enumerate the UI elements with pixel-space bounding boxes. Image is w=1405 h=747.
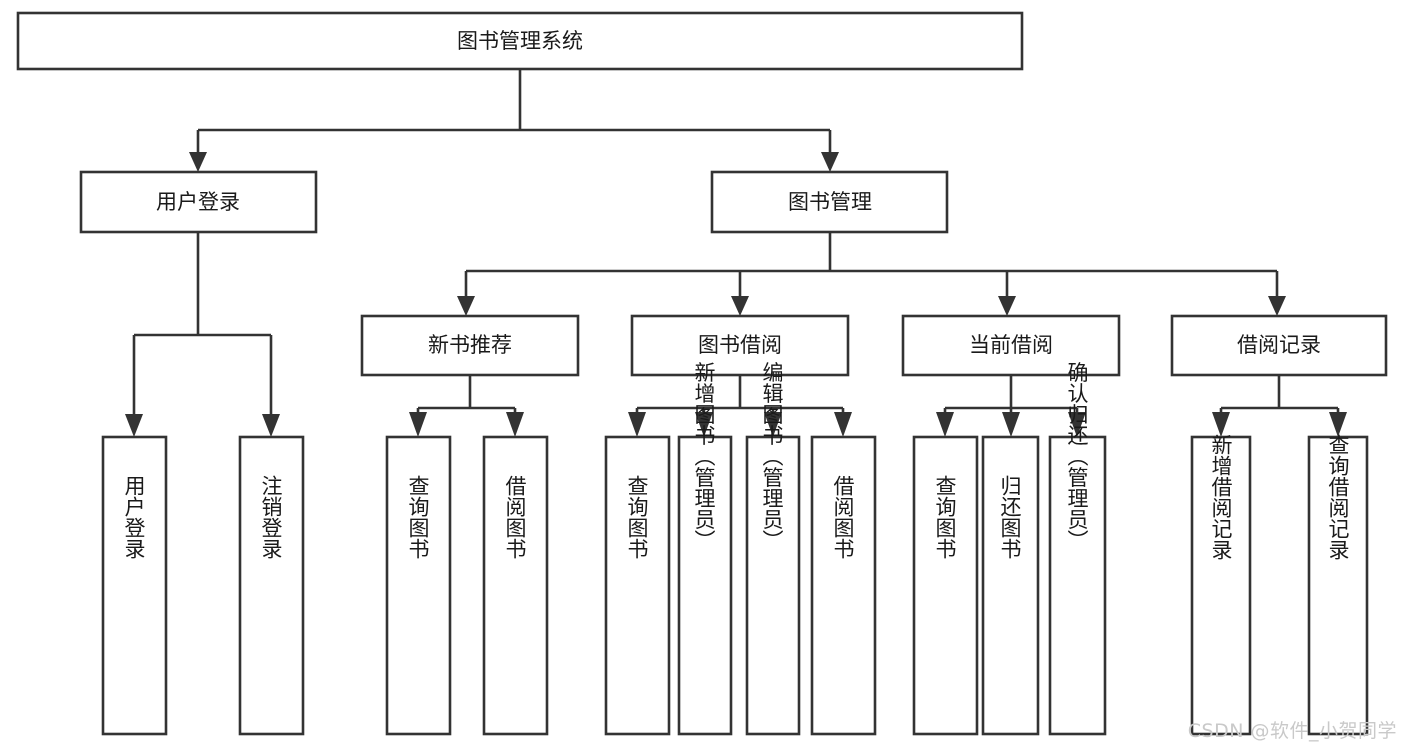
node-current-borrow-label: 当前借阅 xyxy=(969,333,1053,357)
leaf-user-login-label: 用户登录 xyxy=(122,475,146,559)
arrow-login-c1 xyxy=(125,414,143,437)
arrow-borrow-c1 xyxy=(628,412,646,437)
leaf-borrow-add-book-label: 新增图书（管理员） xyxy=(692,362,716,551)
arrow-login-c2 xyxy=(262,414,280,437)
leaf-current-return[interactable]: 归还图书 xyxy=(981,435,1040,736)
arrow-borrow-c3 xyxy=(764,412,782,437)
node-book-management[interactable]: 图书管理 xyxy=(710,170,949,234)
leaf-borrow-add-book[interactable]: 新增图书（管理员） xyxy=(677,362,733,736)
leaf-record-query-box[interactable] xyxy=(1307,435,1369,736)
leaf-newbook-borrow-label: 借阅图书 xyxy=(503,475,527,559)
leaf-borrow-book-label: 借阅图书 xyxy=(831,475,855,559)
leaf-current-return-box[interactable] xyxy=(981,435,1040,736)
leaf-borrow-edit-book-label: 编辑图书（管理员） xyxy=(760,362,784,551)
leaf-borrow-query[interactable]: 查询图书 xyxy=(604,435,671,736)
node-borrow-record[interactable]: 借阅记录 xyxy=(1170,314,1388,377)
arrow-current-c1 xyxy=(936,412,954,437)
node-book-borrow-box[interactable] xyxy=(630,314,850,377)
node-book-borrow[interactable]: 图书借阅 xyxy=(630,314,850,377)
arrow-newbook-c2 xyxy=(506,412,524,437)
node-user-login[interactable]: 用户登录 xyxy=(79,170,318,234)
leaf-current-confirm-return[interactable]: 确认归还（管理员） xyxy=(1048,362,1107,736)
arrow-newbook-c1 xyxy=(409,412,427,437)
leaf-current-confirm-return-box[interactable] xyxy=(1048,435,1107,736)
leaf-logout[interactable]: 注销登录 xyxy=(238,435,305,736)
leaf-borrow-query-label: 查询图书 xyxy=(625,475,649,559)
leaf-newbook-borrow[interactable]: 借阅图书 xyxy=(482,435,549,736)
node-new-book-recommend[interactable]: 新书推荐 xyxy=(360,314,580,377)
arrow-bookmgmt-c4 xyxy=(1268,296,1286,316)
leaf-logout-label: 注销登录 xyxy=(259,475,283,559)
arrow-bookmgmt-c1 xyxy=(457,296,475,316)
leaf-newbook-query-label: 查询图书 xyxy=(406,475,430,559)
node-user-login-box[interactable] xyxy=(79,170,318,234)
leaf-current-return-label: 归还图书 xyxy=(998,475,1022,559)
arrow-current-c2 xyxy=(1002,412,1020,437)
leaf-current-query-label: 查询图书 xyxy=(933,475,957,559)
leaf-logout-box[interactable] xyxy=(238,435,305,736)
csdn-watermark: CSDN @软件_小贺同学 xyxy=(1187,720,1397,742)
node-current-borrow[interactable]: 当前借阅 xyxy=(901,314,1121,377)
connectors-layer xyxy=(125,69,1347,437)
node-book-management-box[interactable] xyxy=(710,170,949,234)
leaf-newbook-query[interactable]: 查询图书 xyxy=(385,435,452,736)
leaf-user-login[interactable]: 用户登录 xyxy=(101,435,168,736)
leaf-borrow-add-book-box[interactable] xyxy=(677,435,733,736)
node-root[interactable]: 图书管理系统 xyxy=(16,11,1024,71)
leaf-record-add[interactable]: 新增借阅记录 xyxy=(1190,434,1252,736)
node-new-book-recommend-label: 新书推荐 xyxy=(428,333,512,357)
leaf-user-login-box[interactable] xyxy=(101,435,168,736)
node-current-borrow-box[interactable] xyxy=(901,314,1121,377)
node-root-label: 图书管理系统 xyxy=(457,29,583,53)
leaf-borrow-edit-book-box[interactable] xyxy=(745,435,801,736)
leaf-current-confirm-return-label: 确认归还（管理员） xyxy=(1065,362,1089,551)
arrow-record-c1 xyxy=(1212,412,1230,437)
arrow-root-to-login xyxy=(189,152,207,172)
arrow-borrow-c4 xyxy=(834,412,852,437)
leaf-newbook-borrow-box[interactable] xyxy=(482,435,549,736)
arrow-borrow-c2 xyxy=(695,412,713,437)
leaf-record-query[interactable]: 查询借阅记录 xyxy=(1307,434,1369,736)
node-borrow-record-label: 借阅记录 xyxy=(1237,333,1321,357)
leaf-record-add-box[interactable] xyxy=(1190,435,1252,736)
leaf-borrow-book-box[interactable] xyxy=(810,435,877,736)
leaf-borrow-query-box[interactable] xyxy=(604,435,671,736)
leaf-record-query-label: 查询借阅记录 xyxy=(1326,434,1350,560)
arrow-current-c3 xyxy=(1068,412,1086,437)
arrow-bookmgmt-c3 xyxy=(998,296,1016,316)
leaf-record-add-label: 新增借阅记录 xyxy=(1209,434,1233,560)
arrow-bookmgmt-c2 xyxy=(731,296,749,316)
node-book-management-label: 图书管理 xyxy=(788,190,872,214)
leaf-newbook-query-box[interactable] xyxy=(385,435,452,736)
node-borrow-record-box[interactable] xyxy=(1170,314,1388,377)
node-root-box[interactable] xyxy=(16,11,1024,71)
nodes-layer: 图书管理系统 用户登录 图书管理 新书推荐 图书借阅 xyxy=(16,11,1388,736)
node-book-borrow-label: 图书借阅 xyxy=(698,333,782,357)
node-new-book-recommend-box[interactable] xyxy=(360,314,580,377)
leaf-current-query-box[interactable] xyxy=(912,435,979,736)
leaf-current-query[interactable]: 查询图书 xyxy=(912,435,979,736)
node-user-login-label: 用户登录 xyxy=(156,190,240,214)
arrow-root-to-bookmgmt xyxy=(821,152,839,172)
leaf-borrow-book[interactable]: 借阅图书 xyxy=(810,435,877,736)
arrow-record-c2 xyxy=(1329,412,1347,437)
leaf-borrow-edit-book[interactable]: 编辑图书（管理员） xyxy=(745,362,801,736)
